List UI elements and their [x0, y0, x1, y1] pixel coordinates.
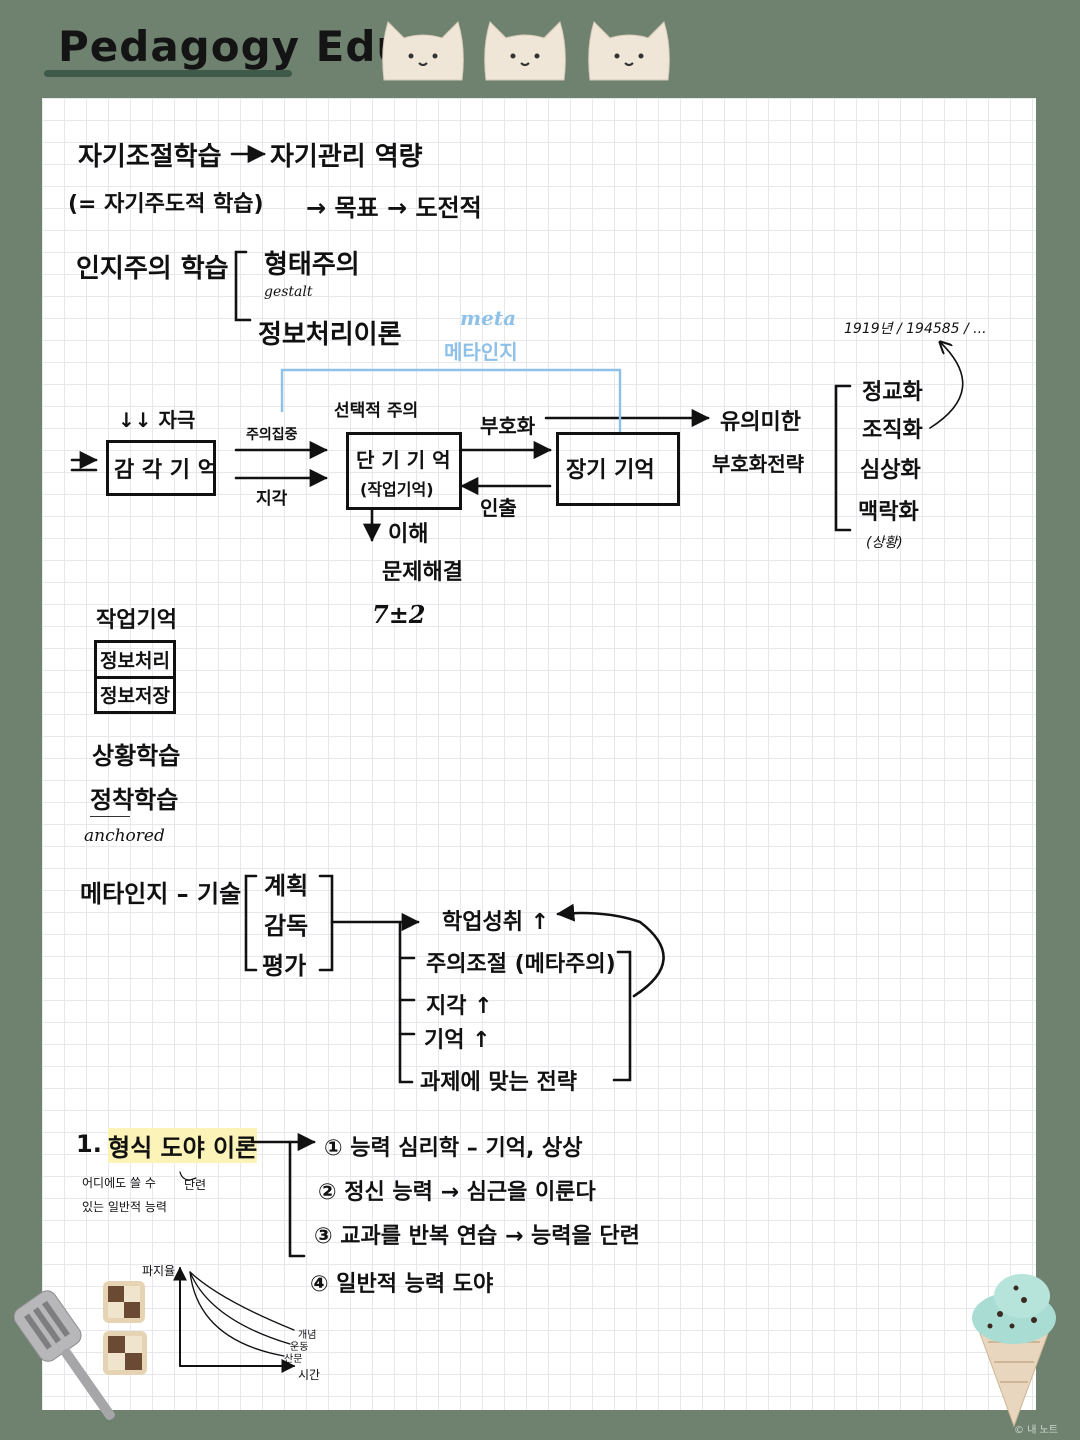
- wm-info-storage: 정보저장: [100, 685, 170, 707]
- checker-cookie-icon: [103, 1281, 145, 1323]
- title-underline: [44, 70, 292, 77]
- task-strategy: 과제에 맞는 전략: [420, 1070, 577, 1095]
- skill-evaluate: 평가: [262, 952, 307, 980]
- academic-achievement: 학업성취 ↑: [442, 910, 550, 935]
- long-term-memory: 장기 기억: [566, 458, 655, 483]
- cat-sticker-icon: [484, 21, 566, 81]
- strategy-context-sub: (상황): [866, 535, 903, 551]
- formal-point-3: ③ 교과를 반복 연습 → 능력을 단련: [314, 1224, 640, 1249]
- understanding: 이해: [388, 522, 429, 547]
- formal-note-1: 어디에도 쓸 수: [82, 1176, 156, 1190]
- selective-attention-label: 선택적 주의: [334, 401, 419, 421]
- strategy-elaboration: 정교화: [862, 380, 923, 405]
- graph-line-motor: 운동: [290, 1342, 309, 1353]
- ice-cream-sticker-icon: [972, 1274, 1056, 1428]
- copyright: © 내 노트: [1014, 1425, 1058, 1436]
- formal-note-2: 있는 일반적 능력: [82, 1200, 167, 1214]
- attention-control: 주의조절 (메타주의): [426, 952, 616, 977]
- short-term-memory-box: [346, 432, 462, 510]
- encoding-label: 부호화: [480, 414, 536, 438]
- meta-en: meta: [460, 306, 517, 330]
- page-title: Pedagogy Edu: [58, 22, 408, 71]
- cognitive-learning: 인지주의 학습: [76, 254, 229, 284]
- spatula-sticker-icon: [14, 1290, 115, 1420]
- working-memory-paren: (작업기억): [360, 480, 434, 499]
- formal-point-1: ① 능력 심리학 – 기억, 상상: [324, 1136, 583, 1161]
- working-memory: 작업기억: [96, 608, 177, 633]
- grid-paper: [42, 98, 1036, 1410]
- working-memory-divider: [94, 676, 176, 679]
- metacognition-skills: 메타인지 – 기술: [80, 880, 242, 908]
- graph-line-concept: 개념: [298, 1330, 317, 1341]
- long-term-memory-box: [556, 432, 680, 506]
- strategy-organization: 조직화: [862, 418, 923, 443]
- strategy-context: 맥락화: [858, 500, 919, 525]
- self-directed-learning: (= 자기주도적 학습): [68, 192, 264, 217]
- encoding-strategy-label: 부호화전략: [712, 452, 804, 476]
- wm-info-processing: 정보처리: [100, 650, 170, 672]
- graph-line-prose: 산문: [284, 1354, 303, 1365]
- anchored-learning: 정착학습: [90, 786, 179, 814]
- perception-label: 지각: [256, 489, 288, 509]
- self-regulated-learning: 자기조절학습: [78, 142, 222, 172]
- skill-plan: 계획: [264, 872, 309, 900]
- strategy-imagery: 심상화: [860, 458, 921, 483]
- sensory-memory: 감 각 기 억: [114, 458, 218, 483]
- problem-solving: 문제해결: [382, 560, 463, 585]
- formal-point-2: ② 정신 능력 → 심근을 이룬다: [318, 1180, 596, 1205]
- short-term-memory: 단 기 기 억: [356, 448, 451, 472]
- meta-ko: 메타인지: [444, 340, 518, 364]
- formal-note-3: 단련: [184, 1178, 207, 1192]
- information-processing-theory: 정보처리이론: [258, 320, 402, 350]
- anchored-underline: [90, 816, 130, 817]
- meaningful-label: 유의미한: [720, 410, 801, 435]
- gestalt-ko: 형태주의: [264, 250, 360, 280]
- seven-plus-minus-two: 7±2: [372, 600, 426, 629]
- formal-discipline-theory: 형식 도야 이론: [108, 1128, 258, 1163]
- anchored-en: anchored: [84, 826, 165, 846]
- retrieval-label: 인출: [480, 496, 517, 520]
- number-examples: 1919년 / 194585 / ...: [844, 321, 987, 337]
- memory-up: 기억 ↑: [424, 1028, 491, 1053]
- perception-up: 지각 ↑: [426, 994, 493, 1019]
- gestalt-en: gestalt: [264, 284, 313, 300]
- attention-label: 주의집중: [246, 427, 298, 443]
- graph-y-label: 파지율: [142, 1264, 176, 1278]
- stimulus-label: ↓↓ 자극: [118, 408, 196, 432]
- self-management-competency: 자기관리 역량: [270, 142, 423, 172]
- formal-point-4: ④ 일반적 능력 도야: [310, 1272, 494, 1297]
- checker-cookie-icon: [103, 1331, 147, 1375]
- cat-sticker-icon: [382, 21, 464, 81]
- formal-discipline-number: 1.: [76, 1130, 102, 1158]
- graph-x-label: 시간: [298, 1368, 321, 1382]
- sensory-memory-box: [106, 440, 216, 496]
- goal-challenge: → 목표 → 도전적: [306, 194, 482, 222]
- skill-monitor: 감독: [264, 912, 309, 940]
- cat-sticker-icon: [588, 21, 670, 81]
- situated-learning: 상황학습: [92, 742, 181, 770]
